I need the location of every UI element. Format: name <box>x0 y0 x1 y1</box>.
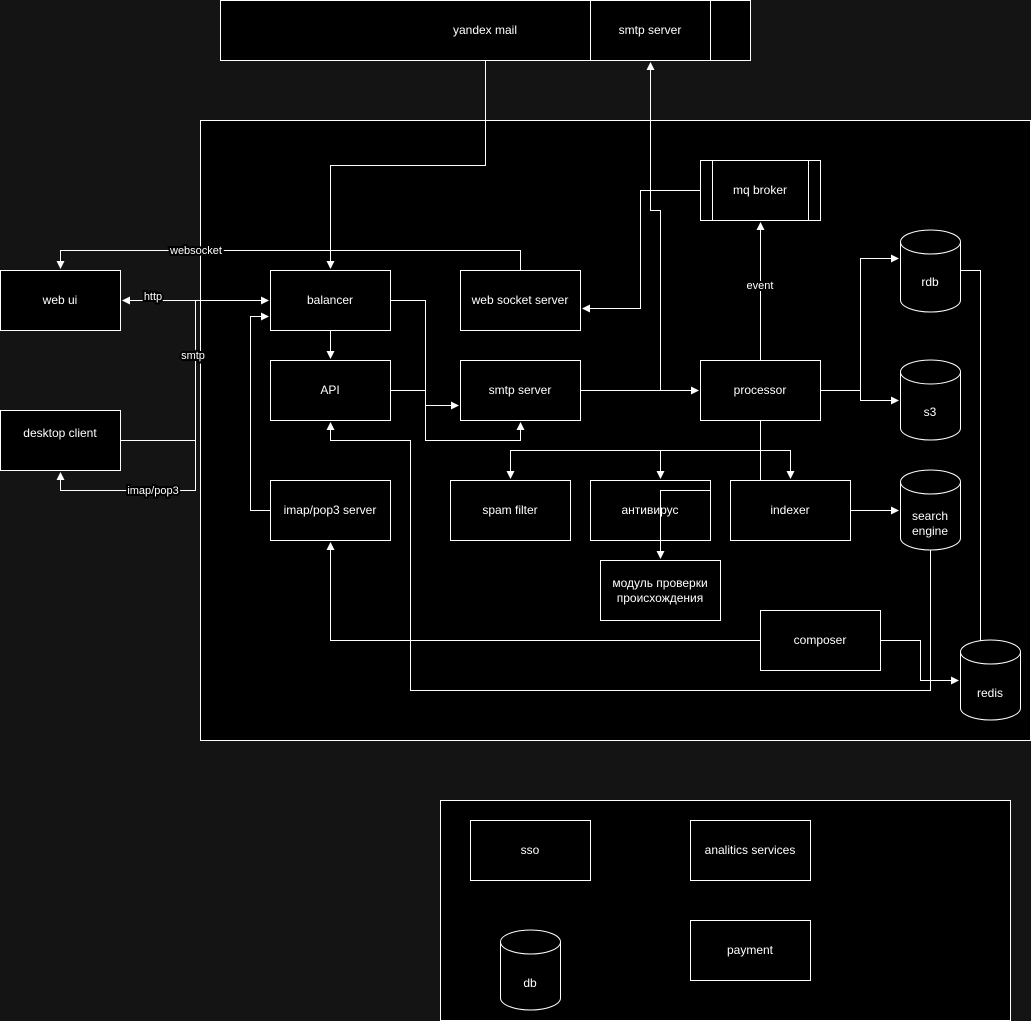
sso-box <box>470 820 591 881</box>
desktop-client-box <box>0 410 121 471</box>
search-engine-label-line1: search <box>912 509 948 523</box>
connector-yandex-to-balancer <box>326 60 486 269</box>
connector-composer-to-imap <box>326 542 761 641</box>
connector-processor-to-rdb <box>820 254 899 391</box>
smtp-server-label: smtp server <box>489 383 552 397</box>
connector-imap-to-desktop <box>56 440 196 491</box>
yandex-mail-label: yandex mail <box>453 23 517 37</box>
connector-balancer-to-smtp <box>390 300 525 441</box>
db-label: db <box>523 976 537 990</box>
spam-filter-label: spam filter <box>482 503 537 517</box>
connector-mq-to-websocket <box>582 190 701 313</box>
api-label: API <box>320 383 339 397</box>
origin-check-box <box>600 560 721 621</box>
payment-box <box>690 920 811 981</box>
web-socket-server-box <box>460 270 581 331</box>
rdb-cylinder <box>900 229 961 313</box>
mq-broker-box <box>700 160 821 221</box>
connector-processor-to-yandex-smtp <box>646 62 661 391</box>
web-socket-server-label: web socket server <box>471 293 569 307</box>
origin-check-label-line2: происхождения <box>617 591 703 605</box>
connector-api-to-smtp <box>390 390 459 410</box>
connector-imap-to-balancer <box>250 312 271 511</box>
balancer-label: balancer <box>307 293 353 307</box>
imap-pop3-server-label: imap/pop3 server <box>284 503 377 517</box>
event-label: event <box>747 280 774 292</box>
analytics-box <box>690 820 811 881</box>
search-engine-cylinder <box>900 469 961 551</box>
imap-pop3-server-box <box>270 480 391 541</box>
smtp-label: smtp <box>181 350 205 362</box>
payment-label: payment <box>727 943 774 957</box>
http-label: http <box>144 291 162 303</box>
connector-rdb-to-redis <box>960 270 981 641</box>
analytics-label: analitics services <box>705 843 796 857</box>
rdb-label: rdb <box>921 275 939 289</box>
websocket-label: websocket <box>169 245 222 257</box>
web-ui-box <box>0 270 121 331</box>
s3-label: s3 <box>924 405 937 419</box>
processor-label: processor <box>734 383 787 397</box>
smtp-server-box <box>460 360 581 421</box>
connector-to-indexer <box>760 450 795 479</box>
yandex-smtp-server-label: smtp server <box>619 23 682 37</box>
db-cylinder <box>500 929 561 1011</box>
origin-check-label-line1: модуль проверки <box>612 576 707 590</box>
desktop-client-label: desktop client <box>23 426 97 440</box>
indexer-box <box>730 480 851 541</box>
composer-label: composer <box>794 633 847 647</box>
sso-label: sso <box>521 843 540 857</box>
processor-box <box>700 360 821 421</box>
imap-pop3-label: imap/pop3 <box>127 485 178 497</box>
s3-cylinder <box>900 359 961 441</box>
redis-label: redis <box>977 686 1003 700</box>
connector-composer-to-redis <box>880 640 959 685</box>
search-engine-label-line2: engine <box>912 524 948 538</box>
web-ui-label: web ui <box>42 293 78 307</box>
antivirus-label: антивирус <box>622 503 679 517</box>
connector-smtp-client <box>120 300 196 441</box>
connector-processor-to-filters <box>506 420 761 479</box>
connector-redis-to-api <box>326 422 931 691</box>
spam-filter-box <box>450 480 571 541</box>
indexer-label: indexer <box>770 503 809 517</box>
connector-websocket <box>56 250 521 271</box>
composer-box <box>760 610 881 671</box>
connector-processor-to-s3 <box>860 390 899 405</box>
mq-broker-label: mq broker <box>733 183 787 197</box>
redis-cylinder <box>960 639 1021 721</box>
yandex-mail-frame <box>220 0 751 61</box>
api-box <box>270 360 391 421</box>
system-boundary <box>200 120 1031 741</box>
connector-antivirus-to-origin-check <box>656 490 711 559</box>
